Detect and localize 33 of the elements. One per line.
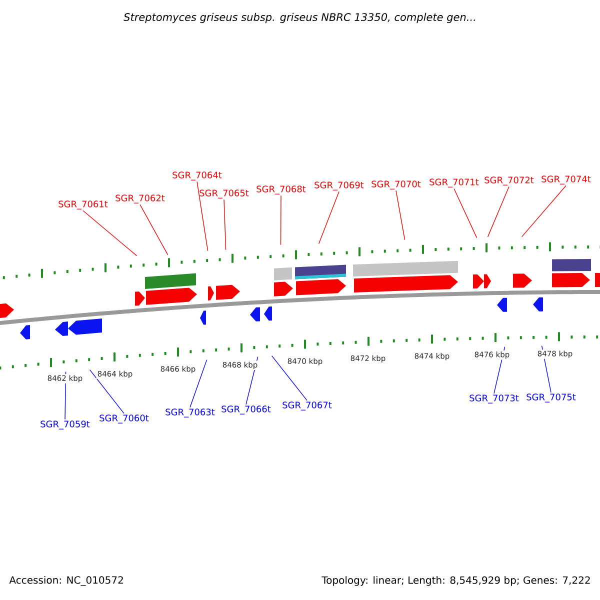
gene-label: SGR_7073t: [470, 394, 519, 404]
leader-line: [224, 199, 226, 250]
gene-label: SGR_7061t: [58, 200, 108, 210]
leader-line: [140, 204, 168, 256]
leader-line: [82, 210, 138, 256]
genome-summary-text: Topology: linear; Length: 8,545,929 bp; Genes: 7,222: [320, 575, 592, 587]
gene-label: SGR_7072t: [484, 176, 534, 186]
leader-line: [396, 190, 406, 240]
gene-label: SGR_7067t: [282, 402, 332, 410]
gene-label: SGR_7065t: [200, 190, 249, 198]
leader-line: [89, 369, 124, 414]
leader-line: [196, 181, 208, 252]
gene-label: SGR_7075t: [526, 394, 576, 402]
leader-line: [271, 355, 308, 401]
gene-label: SGR_7068t: [256, 186, 306, 194]
gene-label: SGR_7059t: [40, 420, 90, 430]
title: Streptomyces griseus subsp. griseus NBRC 13350, complete gen...: [124, 12, 476, 24]
leader-line: [454, 188, 478, 238]
leader-line: [280, 195, 282, 246]
leader-line: [487, 186, 510, 238]
gene-label: SGR_7074t: [542, 176, 591, 184]
gene-label: SGR_7063t: [166, 408, 215, 418]
gene-label: SGR_7060t: [100, 414, 149, 424]
gene-label: SGR_7071t: [430, 178, 479, 188]
gene-label: SGR_7070t: [372, 180, 421, 190]
gene-label: SGR_7064t: [172, 172, 222, 180]
leader-line: [521, 185, 566, 238]
gene-label: SGR_7062t: [116, 194, 165, 204]
leader-line: [318, 191, 340, 244]
gene-label: SGR_7066t: [222, 406, 271, 414]
leader-line: [190, 359, 208, 408]
accession-text: Accession: NC_010572: [8, 575, 125, 587]
gene-label: SGR_7069t: [314, 182, 364, 190]
